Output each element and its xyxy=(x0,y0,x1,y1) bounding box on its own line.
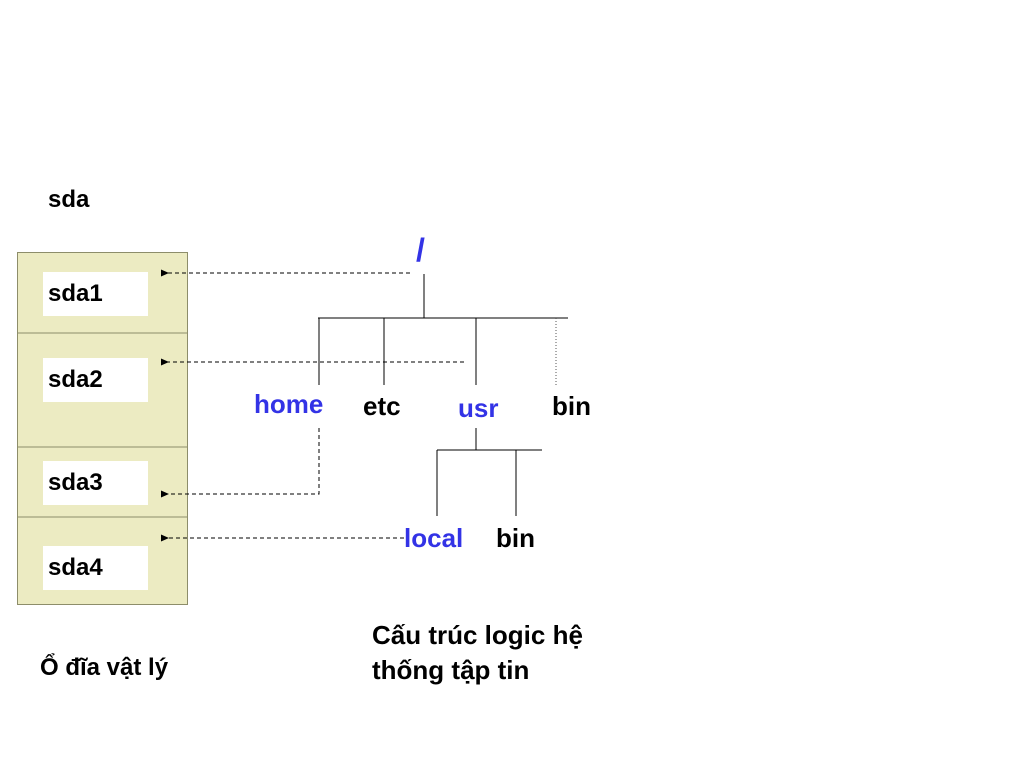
tree-node-home: home xyxy=(254,389,324,419)
partition-sda2: sda2 xyxy=(43,358,148,402)
tree-lines xyxy=(318,274,568,516)
tree-caption-line2: thống tập tin xyxy=(372,655,530,685)
partition-sda3: sda3 xyxy=(43,461,148,505)
mapping-arrows xyxy=(161,269,464,542)
tree-node-etc: etc xyxy=(363,391,401,421)
tree-caption-line1: Cấu trúc logic hệ xyxy=(372,620,583,650)
tree-node-usr: usr xyxy=(458,393,499,423)
partition-sda1: sda1 xyxy=(43,272,148,316)
partition-label: sda4 xyxy=(48,554,103,581)
tree-node-bin: bin xyxy=(552,391,591,421)
partition-label: sda3 xyxy=(48,469,103,496)
partition-label: sda2 xyxy=(48,366,103,393)
tree-root-label: / xyxy=(416,232,425,268)
disk-title: sda xyxy=(48,186,90,213)
disk-caption: Ổ đĩa vật lý xyxy=(40,654,169,681)
tree-node-local: local xyxy=(404,523,464,553)
partition-label: sda1 xyxy=(48,280,103,307)
tree-node-usr-bin: bin xyxy=(496,523,535,553)
arrow-home-to-sda3 xyxy=(161,428,320,498)
partition-sda4: sda4 xyxy=(43,546,148,590)
partition-dividers xyxy=(17,332,188,518)
